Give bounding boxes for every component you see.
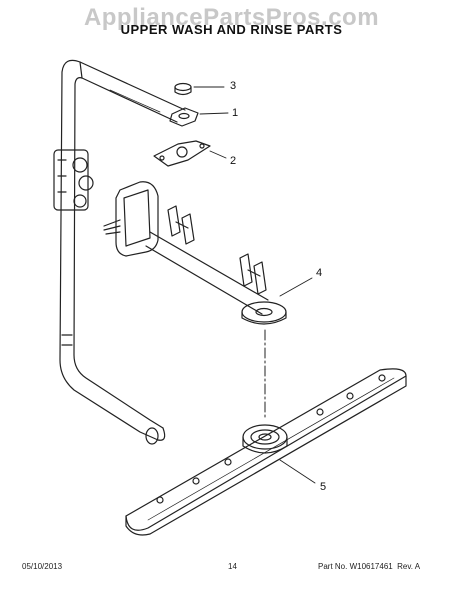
- part-2-bracket: [153, 140, 211, 167]
- footer-page-number: 14: [228, 562, 237, 571]
- supply-tube: [53, 59, 186, 445]
- callout-2: 2: [230, 155, 237, 167]
- footer-part-number: Part No. W10617461 Rev. A: [318, 562, 421, 571]
- callout-4: 4: [316, 267, 323, 279]
- part-4-feed-tube: [103, 181, 287, 325]
- page-title: UPPER WASH AND RINSE PARTS: [120, 22, 343, 37]
- callout-5: 5: [320, 481, 327, 493]
- part-3-cap: [174, 82, 192, 96]
- leader-lines: [193, 86, 316, 484]
- watermark: AppliancePartsPros.com: [83, 4, 380, 31]
- callout-3: 3: [230, 80, 237, 92]
- part-1-nut: [169, 107, 199, 127]
- part-5-spray-arm: [125, 368, 407, 536]
- footer-date: 05/10/2013: [22, 562, 63, 571]
- callout-1: 1: [232, 107, 239, 119]
